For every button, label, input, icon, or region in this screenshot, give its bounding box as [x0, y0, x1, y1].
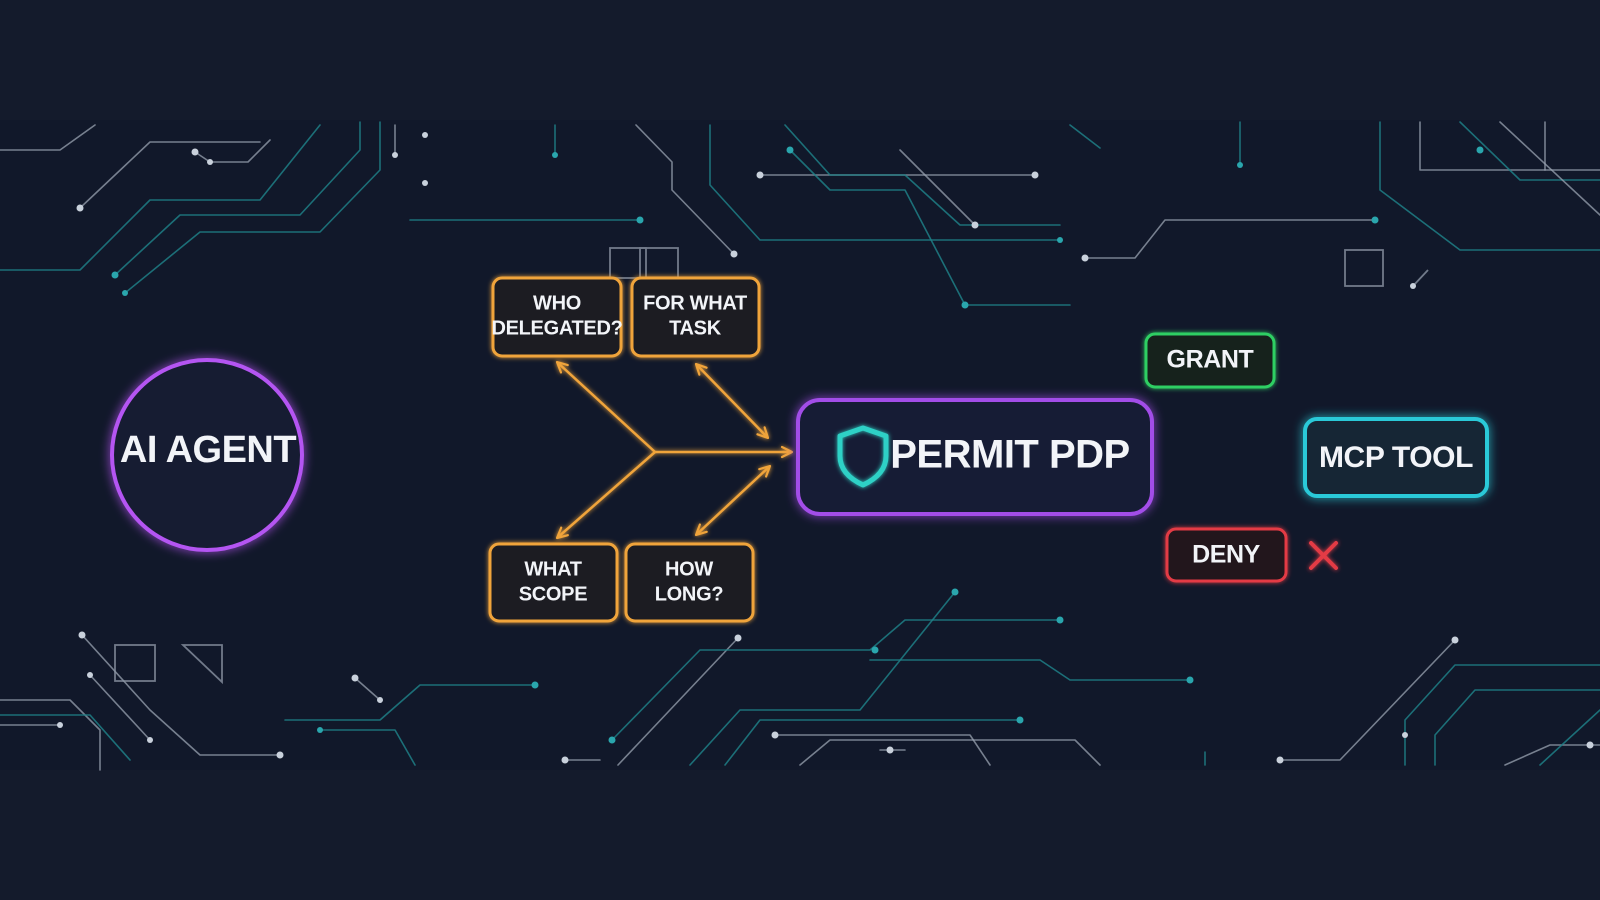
permit-pdp-box [796, 398, 1154, 516]
shield-icon [837, 425, 889, 488]
connector-to-who-delegated [555, 360, 656, 453]
connector-how-long [694, 464, 772, 537]
question-box [491, 276, 623, 358]
question-line-2: LONG? [655, 583, 724, 605]
x-icon [1309, 541, 1338, 570]
deny-box [1165, 527, 1288, 583]
question-box [624, 542, 755, 623]
question-line-1: HOW [665, 558, 713, 580]
question-line-1: FOR WHAT [643, 292, 747, 314]
mcp-tool-label: MCP TOOL [1319, 441, 1473, 474]
question-box [630, 276, 761, 358]
question-line-2: TASK [669, 317, 722, 339]
question-line-2: DELEGATED? [491, 317, 622, 339]
deny-decision: DENY [1165, 527, 1338, 583]
connector-to-what-scope [555, 451, 656, 540]
permit-pdp-node: PERMIT PDP [796, 398, 1154, 516]
decorative-squares [114, 247, 1429, 685]
question-who-delegated: WHO DELEGATED? [491, 276, 623, 358]
question-connectors [555, 360, 794, 540]
deny-label: DENY [1192, 541, 1261, 569]
connector-for-what-task [694, 362, 770, 440]
circuit-traces [0, 121, 1600, 771]
question-line-1: WHO [533, 292, 581, 314]
ai-agent-label: AI AGENT [120, 429, 296, 471]
grant-box [1144, 332, 1276, 389]
question-for-what-task: FOR WHAT TASK [630, 276, 761, 358]
question-line-1: WHAT [524, 558, 581, 580]
permit-pdp-label: PERMIT PDP [890, 433, 1129, 477]
grant-decision: GRANT [1144, 332, 1276, 389]
question-box [488, 542, 619, 623]
question-how-long: HOW LONG? [624, 542, 755, 623]
circuit-nodes [57, 132, 1594, 764]
question-what-scope: WHAT SCOPE [488, 542, 619, 623]
grant-label: GRANT [1167, 346, 1254, 374]
ai-agent-node: AI AGENT [110, 358, 304, 552]
mcp-tool-box [1303, 417, 1489, 498]
mcp-tool-node: MCP TOOL [1303, 417, 1489, 498]
question-line-2: SCOPE [519, 583, 588, 605]
